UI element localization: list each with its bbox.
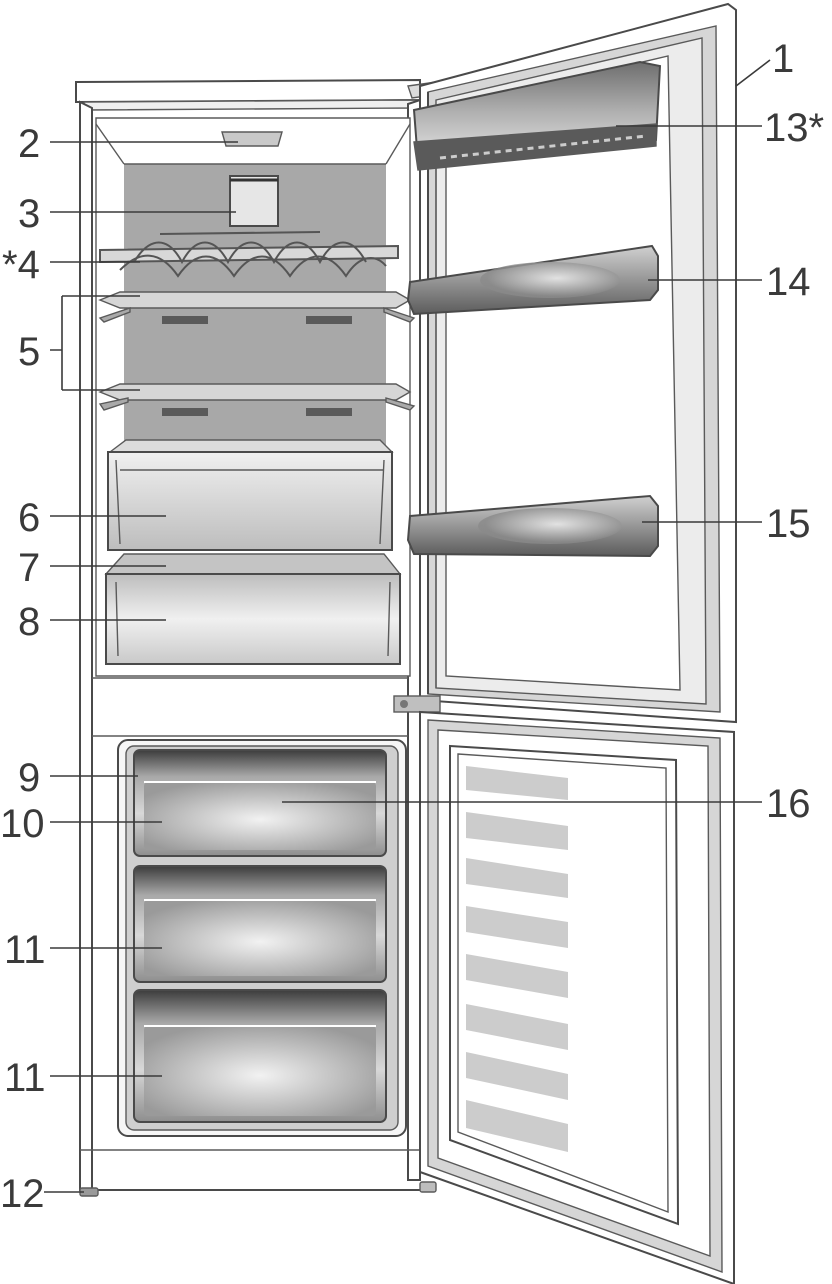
callout-13: 13* xyxy=(764,106,824,150)
leader-1 xyxy=(735,59,771,87)
middle-hinge xyxy=(393,695,441,713)
callout-11a: 11 xyxy=(4,928,46,972)
callout-3: 3 xyxy=(18,192,40,236)
callout-2: 2 xyxy=(18,122,40,166)
cabinet xyxy=(75,78,456,1197)
wine-rack xyxy=(99,231,399,278)
callout-5: 5 xyxy=(18,330,40,374)
callout-1: 1 xyxy=(772,37,794,81)
callout-8: 8 xyxy=(18,600,40,644)
door-shelf-upper xyxy=(406,244,659,316)
butter-compartment xyxy=(412,60,662,171)
callout-12: 12 xyxy=(0,1172,45,1216)
freezer-drawer-top xyxy=(133,749,387,857)
fridge-door xyxy=(393,2,737,724)
freezer-compartment xyxy=(117,739,407,1137)
cabinet-top xyxy=(75,78,421,104)
callout-9: 9 xyxy=(18,756,40,800)
callout-10: 10 xyxy=(0,802,45,846)
freezer-door xyxy=(419,710,735,1284)
callout-16: 16 xyxy=(766,782,811,826)
crisper-drawer xyxy=(104,553,402,665)
glass-shelf-upper xyxy=(98,291,416,324)
freezer-drawer-middle xyxy=(133,865,387,983)
fridge-compartment xyxy=(95,117,416,677)
callout-4: *4 xyxy=(2,243,40,287)
leader-5 xyxy=(50,295,140,391)
callout-7: 7 xyxy=(18,546,40,590)
glass-shelf-lower xyxy=(98,383,416,416)
callout-14: 14 xyxy=(766,260,811,304)
callout-labels: 1 2 3 *4 5 6 7 8 9 10 11 11 12 13* 14 15… xyxy=(0,37,824,1216)
callout-11b: 11 xyxy=(4,1056,46,1100)
callout-6: 6 xyxy=(18,496,40,540)
freezer-drawer-bottom xyxy=(133,989,387,1123)
interior-light xyxy=(221,131,283,147)
crisper-cover xyxy=(107,439,394,551)
leader-lines xyxy=(44,59,771,1193)
freezer-door-ribs xyxy=(466,766,568,1152)
callout-15: 15 xyxy=(766,502,811,546)
thermostat-knob xyxy=(229,175,279,227)
door-shelf-lower xyxy=(406,494,659,558)
